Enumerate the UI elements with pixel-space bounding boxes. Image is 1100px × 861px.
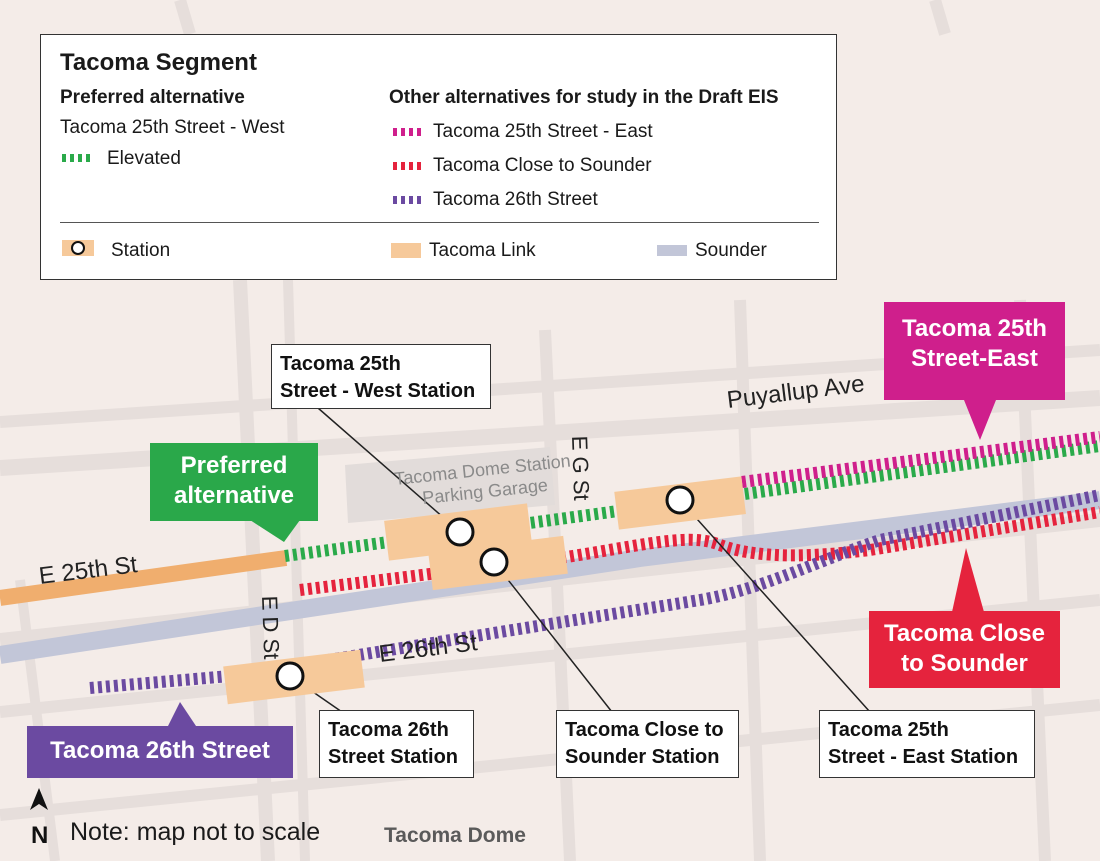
tag-26th-line1: Tacoma 26th Street [50,737,270,764]
road-v4 [734,299,766,861]
close-tag-pointer [952,548,984,612]
road-top-1 [174,0,196,36]
callout-close-line2: Sounder Station [565,746,720,768]
legend-link-swatch [391,243,421,258]
legend-title: Tacoma Segment [60,49,257,76]
legend-east-label: Tacoma 25th Street - East [433,121,653,142]
tag-25th-east: Tacoma 25th Street-East [884,302,1065,400]
legend-station-swatch [62,240,94,256]
leader-close [493,561,613,713]
north-label: N [31,822,48,849]
tag-preferred-alternative: Preferred alternative [150,443,318,521]
legend-sounder-swatch [657,245,687,256]
legend-link-label: Tacoma Link [429,240,536,261]
leader-east [679,499,871,713]
callout-26th-station: Tacoma 26th Street Station [319,710,474,778]
legend-elevated-swatch [62,154,94,162]
legend-26th-label: Tacoma 26th Street [433,189,598,210]
tacoma-dome-label: Tacoma Dome [384,824,526,847]
legend-sounder-label: Sounder [695,240,767,261]
road-top-2 [929,0,951,36]
st26-tag-pointer [168,702,196,726]
legend-preferred-heading: Preferred alternative [60,87,245,108]
tacoma-link-line [0,550,288,606]
tag-26th-street: Tacoma 26th Street [27,726,293,778]
tag-east-line2: Street-East [911,345,1038,372]
legend-other-heading: Other alternatives for study in the Draf… [389,87,779,108]
station-close [428,535,568,591]
eg-st-label: E G St [567,435,594,501]
callout-east-line2: Street - East Station [828,746,1019,768]
callout-west-station: Tacoma 25th Street - West Station [271,344,491,409]
ed-st-label: E D St [257,595,284,659]
north-arrow-icon [30,788,48,810]
legend-26th-swatch [393,196,425,204]
callout-close-line1: Tacoma Close to [565,719,724,741]
callout-west-line1: Tacoma 25th [280,353,401,375]
preferred-tag-pointer [250,520,300,542]
tag-close-line1: Tacoma Close [884,620,1045,647]
leader-lines [289,407,871,713]
station-26th [223,649,365,705]
scale-note: Note: map not to scale [70,818,321,846]
tag-preferred-line1: Preferred [180,452,288,479]
callout-close-station: Tacoma Close to Sounder Station [556,710,739,778]
legend-east-swatch [393,128,425,136]
callout-west-line2: Street - West Station [280,380,476,402]
callout-east-line1: Tacoma 25th [828,719,949,741]
station-east [614,476,746,530]
sounder-line [0,491,1100,664]
legend-close-swatch [393,162,425,170]
tag-preferred-line2: alternative [173,482,295,509]
tag-close-to-sounder: Tacoma Close to Sounder [869,611,1060,688]
tag-close-line2: to Sounder [901,650,1028,677]
st26-alignment [89,489,1100,694]
parking-garage [345,447,555,523]
callout-26th-line2: Street Station [328,746,459,768]
east-tag-pointer [964,400,996,440]
station-circle-icon [71,241,85,255]
tag-east-line1: Tacoma 25th [902,315,1047,342]
legend-station-label: Station [111,240,171,261]
road-v0 [15,579,60,861]
legend-preferred-name: Tacoma 25th Street - West [60,117,285,138]
callout-east-station: Tacoma 25th Street - East Station [819,710,1035,778]
callout-26th-line1: Tacoma 26th [328,719,449,741]
legend-close-label: Tacoma Close to Sounder [433,155,652,176]
legend-panel: Tacoma Segment Preferred alternative Tac… [40,34,837,280]
leader-west [317,407,461,533]
legend-elevated-label: Elevated [107,148,181,169]
legend-divider [60,222,819,223]
